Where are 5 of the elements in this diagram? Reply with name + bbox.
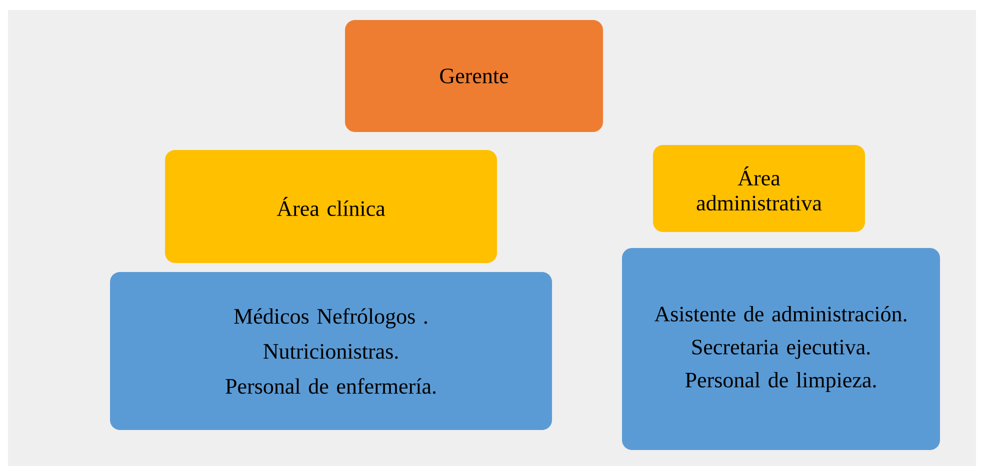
staff-box: Asistente de administración. Secretaria ejecutiva. Personal de limpieza. [622,248,940,450]
manager-box: Gerente [345,20,603,132]
department-box: Área clínica [165,150,497,263]
department-box: Área administrativa [653,145,865,232]
staff-box: Médicos Nefrólogos . Nutricionistras. Personal de enfermería. [110,272,552,430]
